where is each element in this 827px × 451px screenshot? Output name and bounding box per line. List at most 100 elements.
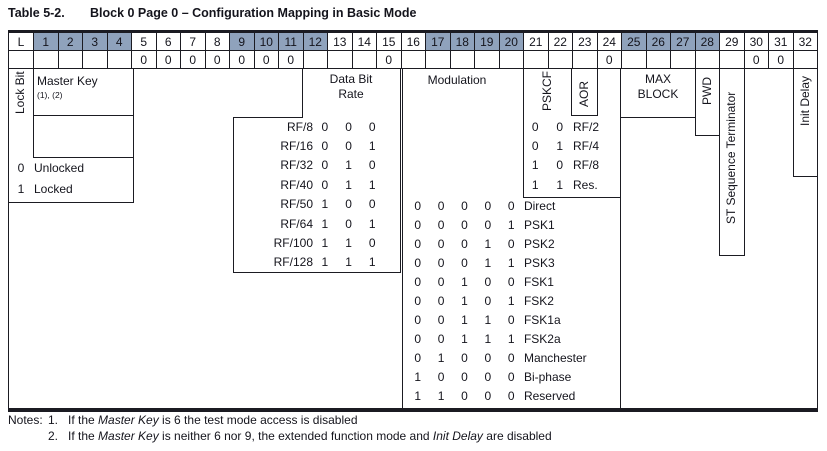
grid-line [817, 33, 818, 408]
grid-line [523, 197, 621, 198]
modulation-bit-value: 0 [414, 237, 422, 252]
preset-cell-14 [352, 51, 377, 69]
note-text: If the Master Key is neither 6 nor 9, th… [68, 429, 552, 443]
bit-header-cell-29: 29 [720, 33, 745, 51]
preset-cell-11: 0 [279, 51, 304, 69]
grid-line [33, 115, 134, 116]
modulation-bit-value: 0 [484, 369, 492, 384]
bit-header-cell-26: 26 [646, 33, 671, 51]
grid-line [400, 69, 401, 272]
lock-bit-value: 0 [17, 160, 25, 175]
modulation-bit-value: 0 [507, 237, 515, 252]
modulation-bit-value: 0 [484, 275, 492, 290]
grid-line [233, 117, 234, 272]
rate-label: RF/100 [273, 236, 313, 251]
modulation-bit-value: 0 [414, 294, 422, 309]
preset-cell-15: 0 [377, 51, 402, 69]
preset-cell-18 [450, 51, 475, 69]
pskcf-bit-value: 0 [556, 158, 564, 173]
bit-header-cell-27: 27 [671, 33, 696, 51]
bit-header-cell-15: 15 [377, 33, 402, 51]
rate-label: RF/128 [273, 255, 313, 270]
preset-cell-24: 0 [597, 51, 622, 69]
modulation-option-label: PSK3 [523, 256, 555, 271]
modulation-bit-value: 0 [484, 199, 492, 214]
modulation-bit-value: 0 [461, 388, 468, 403]
bit-header-cell-31: 31 [769, 33, 794, 51]
grid-line [133, 69, 134, 202]
grid-line [695, 135, 720, 136]
bit-header-cell-9: 9 [230, 33, 255, 51]
data-bit-rate-label: Data Bit Rate [329, 72, 373, 101]
bit-header-cell-8: 8 [205, 33, 230, 51]
rate-label: RF/32 [280, 158, 313, 173]
modulation-bit-value: 0 [414, 313, 422, 328]
note-italic-term: Master Key [98, 413, 159, 427]
note-italic-term: Init Delay [432, 428, 483, 443]
preset-cell-10: 0 [254, 51, 279, 69]
grid-line [793, 69, 794, 176]
rate-bit-value: 0 [345, 197, 352, 212]
pskcf-bit-value: 0 [531, 139, 539, 154]
modulation-bit-value: 0 [414, 218, 422, 233]
modulation-bit-value: 1 [484, 256, 492, 271]
rate-bit-value: 1 [368, 216, 376, 231]
modulation-bit-value: 0 [507, 388, 515, 403]
preset-cell-32 [793, 51, 818, 69]
grid-line [8, 30, 818, 33]
bit-header-cell-32: 32 [793, 33, 818, 51]
rate-label: RF/50 [280, 197, 313, 212]
note-text-part: If the [68, 413, 99, 427]
grid-line [33, 157, 133, 158]
preset-cell-20 [499, 51, 524, 69]
modulation-bit-value: 0 [437, 237, 445, 252]
rate-bit-value: 0 [321, 177, 329, 192]
preset-cell-31: 0 [769, 51, 794, 69]
modulation-bit-value: 0 [484, 388, 492, 403]
modulation-bit-value: 0 [414, 332, 422, 347]
rate-bit-value: 1 [345, 158, 352, 173]
modulation-option-label: FSK1 [523, 275, 554, 290]
bit-header-cell-10: 10 [254, 33, 279, 51]
modulation-bit-value: 0 [507, 313, 515, 328]
modulation-bit-value: 0 [437, 218, 445, 233]
bit-header-cell-4: 4 [107, 33, 132, 51]
grid-line [597, 69, 598, 115]
modulation-bit-value: 1 [414, 388, 422, 403]
grid-line [620, 69, 621, 408]
rate-bit-value: 1 [321, 236, 329, 251]
note-text-part: If the [68, 428, 99, 443]
modulation-bit-value: 1 [507, 294, 515, 309]
lock-bit-state-label: Unlocked [34, 160, 85, 175]
rate-bit-value: 0 [345, 216, 352, 231]
master-key-note-refs: (1), (2) [37, 90, 63, 100]
pskcf-bit-value: 0 [531, 119, 539, 134]
preset-cell-7: 0 [181, 51, 206, 69]
modulation-bit-value: 0 [437, 332, 445, 347]
bit-header-cell-6: 6 [156, 33, 181, 51]
preset-cell-16 [401, 51, 426, 69]
note-item: 1.If the Master Key is 6 the test mode a… [48, 413, 552, 429]
bit-header-cell-18: 18 [450, 33, 475, 51]
preset-cell-12 [303, 51, 328, 69]
rate-bit-value: 1 [368, 255, 376, 270]
preset-cell-17 [426, 51, 451, 69]
preset-cell-21 [524, 51, 549, 69]
modulation-bit-value: 1 [507, 256, 515, 271]
